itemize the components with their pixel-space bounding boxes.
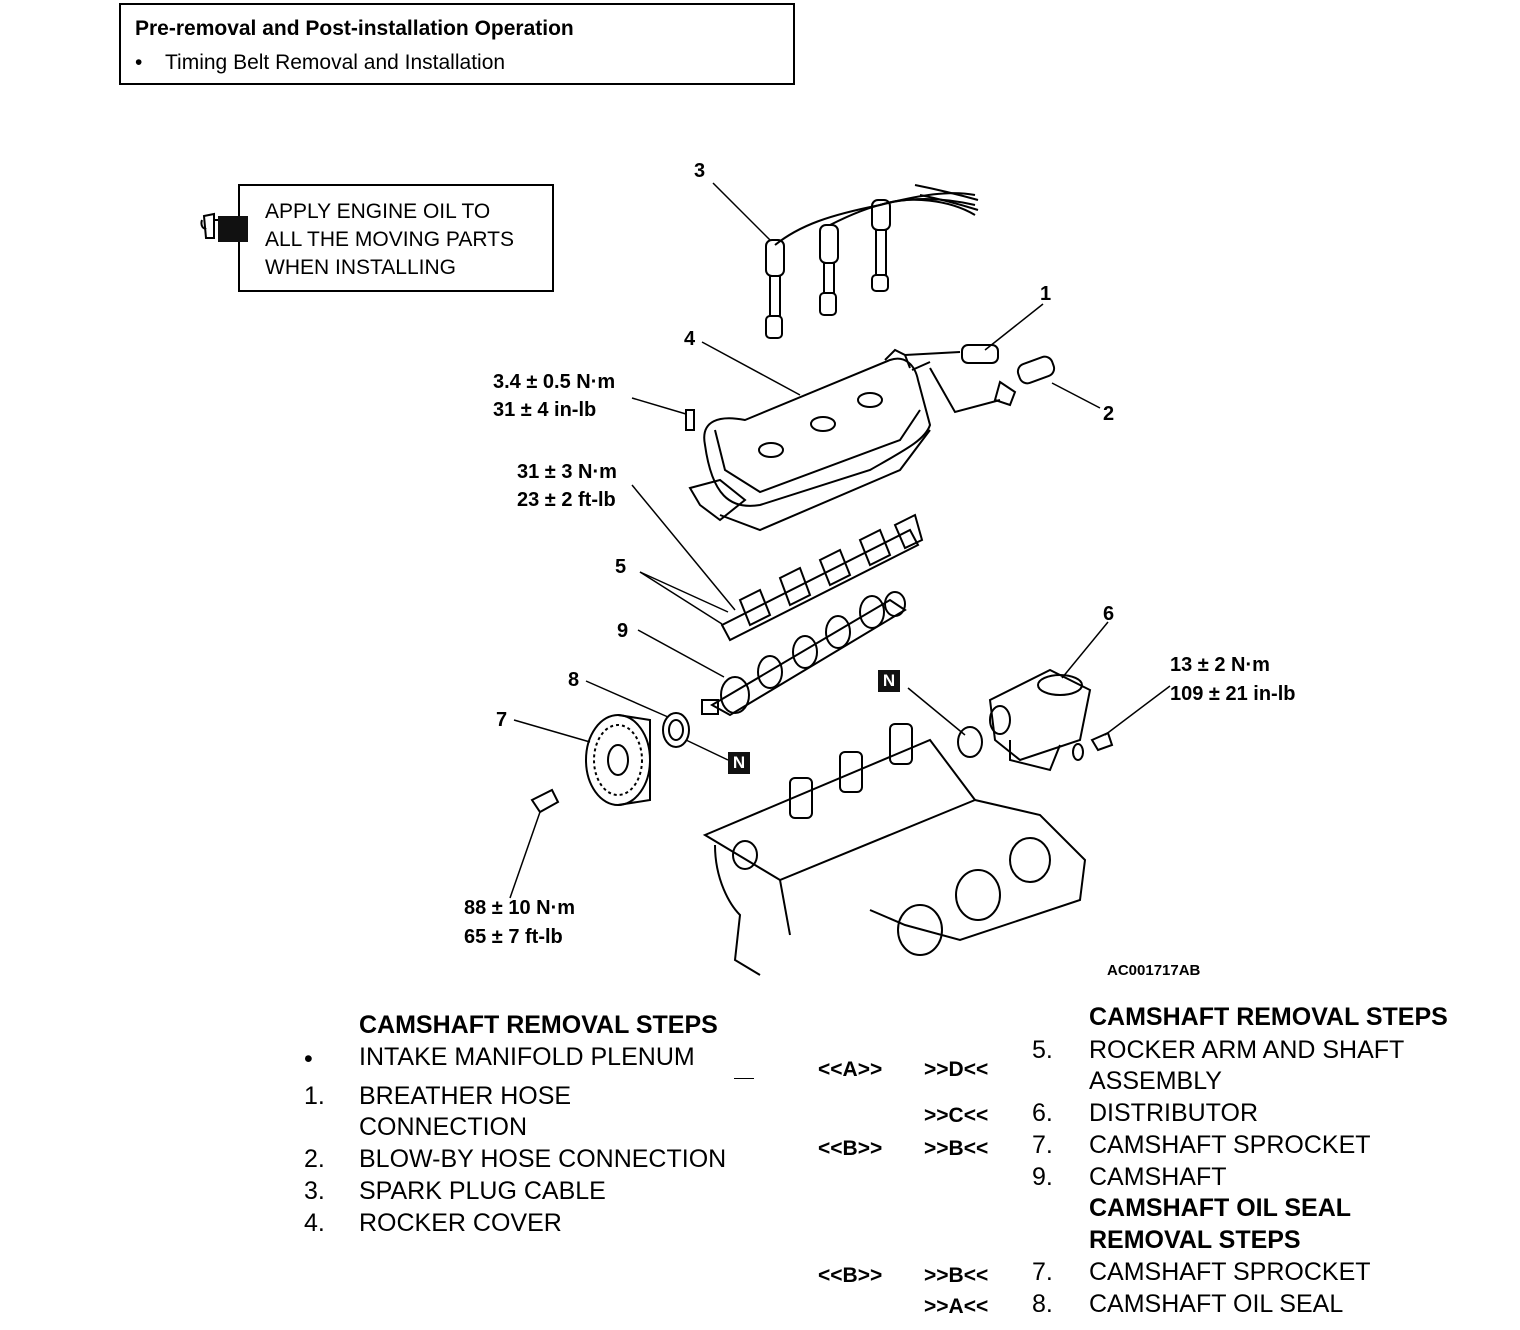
installation-code: >>C<< <box>924 1104 989 1127</box>
new-part-badge: N <box>728 752 750 774</box>
callout-6: 6 <box>1103 603 1115 625</box>
pre-removal-box: Pre-removal and Post-installation Operat… <box>119 3 795 85</box>
step-text: CAMSHAFT SPROCKET <box>1089 1131 1371 1159</box>
step-number: 5. <box>1032 1036 1053 1064</box>
step-text: ROCKER COVER <box>359 1209 562 1237</box>
camshaft-sprocket-drawing <box>585 714 651 806</box>
step-number: 4. <box>304 1209 325 1237</box>
pre-removal-item-text: Timing Belt Removal and Installation <box>165 51 506 74</box>
step-number: • <box>304 1045 313 1073</box>
oil-note-line-3: WHEN INSTALLING <box>265 256 456 279</box>
callout-7: 7 <box>496 709 508 731</box>
oil-seal-heading-line-2: REMOVAL STEPS <box>1089 1226 1301 1254</box>
pre-removal-item: • Timing Belt Removal and Installation <box>135 51 505 75</box>
figure-id: AC001717AB <box>1107 962 1201 979</box>
camshaft-drawing <box>701 591 907 717</box>
new-part-badge: N <box>878 670 900 692</box>
torque-rocker-shaft-nm: 31 ± 3 N·m <box>517 461 617 483</box>
callout-3: 3 <box>694 160 706 182</box>
step-text: CAMSHAFT <box>1089 1163 1227 1191</box>
installation-code: >>B<< <box>924 1137 989 1160</box>
step-text: CONNECTION <box>359 1113 528 1141</box>
step-text: CAMSHAFT OIL SEAL <box>1089 1290 1344 1318</box>
installation-code: >>B<< <box>924 1264 989 1287</box>
torque-rocker-bolt-inlb: 31 ± 4 in-lb <box>493 399 597 421</box>
pre-removal-title: Pre-removal and Post-installation Operat… <box>135 17 574 40</box>
hose-drawing <box>904 344 1056 407</box>
torque-sprocket-nm: 88 ± 10 N·m <box>464 897 576 919</box>
callout-1: 1 <box>1040 283 1052 305</box>
step-text: INTAKE MANIFOLD PLENUM <box>359 1043 695 1071</box>
oil-seal-drawing <box>662 712 690 748</box>
oil-note-line-1: APPLY ENGINE OIL TO <box>265 200 491 223</box>
step-text: SPARK PLUG CABLE <box>359 1177 606 1205</box>
torque-sprocket-ftlb: 65 ± 7 ft-lb <box>464 926 563 948</box>
step-number: 2. <box>304 1145 325 1173</box>
oil-can-icon <box>200 212 248 242</box>
bullet: • <box>135 51 143 74</box>
step-number: 9. <box>1032 1163 1053 1191</box>
step-text: BREATHER HOSE <box>359 1082 572 1110</box>
oil-note-line-2: ALL THE MOVING PARTS <box>265 228 514 251</box>
torque-distributor-nm: 13 ± 2 N·m <box>1170 654 1270 676</box>
removal-code: <<B>> <box>818 1137 883 1160</box>
torque-rocker-bolt-nm: 3.4 ± 0.5 N·m <box>493 371 616 393</box>
callout-9: 9 <box>617 620 629 642</box>
distributor-drawing <box>957 668 1114 772</box>
step-number: 7. <box>1032 1131 1053 1159</box>
installation-code: >>D<< <box>924 1058 989 1081</box>
left-steps-heading: CAMSHAFT REMOVAL STEPS <box>359 1011 718 1039</box>
removal-code: <<A>> <box>818 1058 883 1081</box>
sprocket-bolt-drawing <box>530 788 560 814</box>
torque-rocker-shaft-ftlb: 23 ± 2 ft-lb <box>517 489 616 511</box>
exploded-diagram <box>509 182 1171 976</box>
cylinder-head-drawing <box>702 723 1087 976</box>
callout-2: 2 <box>1103 403 1115 425</box>
spark-plug-cable-drawing <box>765 184 979 339</box>
rocker-cover-drawing <box>688 348 1001 532</box>
step-text: CAMSHAFT SPROCKET <box>1089 1258 1371 1286</box>
oil-seal-heading-line-1: CAMSHAFT OIL SEAL <box>1089 1194 1352 1222</box>
step-text: ASSEMBLY <box>1089 1067 1222 1095</box>
step-number: 6. <box>1032 1099 1053 1127</box>
step-text: BLOW-BY HOSE CONNECTION <box>359 1145 727 1173</box>
engine-oil-note: APPLY ENGINE OIL TO ALL THE MOVING PARTS… <box>238 184 554 292</box>
torque-distributor-inlb: 109 ± 21 in-lb <box>1170 683 1296 705</box>
step-text: DISTRIBUTOR <box>1089 1099 1258 1127</box>
removal-code: <<B>> <box>818 1264 883 1287</box>
callout-5: 5 <box>615 556 627 578</box>
step-number: 7. <box>1032 1258 1053 1286</box>
divider <box>734 1078 754 1079</box>
right-steps-heading: CAMSHAFT REMOVAL STEPS <box>1089 1003 1448 1031</box>
step-number: 8. <box>1032 1290 1053 1318</box>
installation-code: >>A<< <box>924 1295 989 1318</box>
callout-8: 8 <box>568 669 580 691</box>
step-text: ROCKER ARM AND SHAFT <box>1089 1036 1405 1064</box>
callout-4: 4 <box>684 328 696 350</box>
rocker-arm-shaft-drawing <box>720 513 924 642</box>
step-number: 3. <box>304 1177 325 1205</box>
step-number: 1. <box>304 1082 325 1110</box>
